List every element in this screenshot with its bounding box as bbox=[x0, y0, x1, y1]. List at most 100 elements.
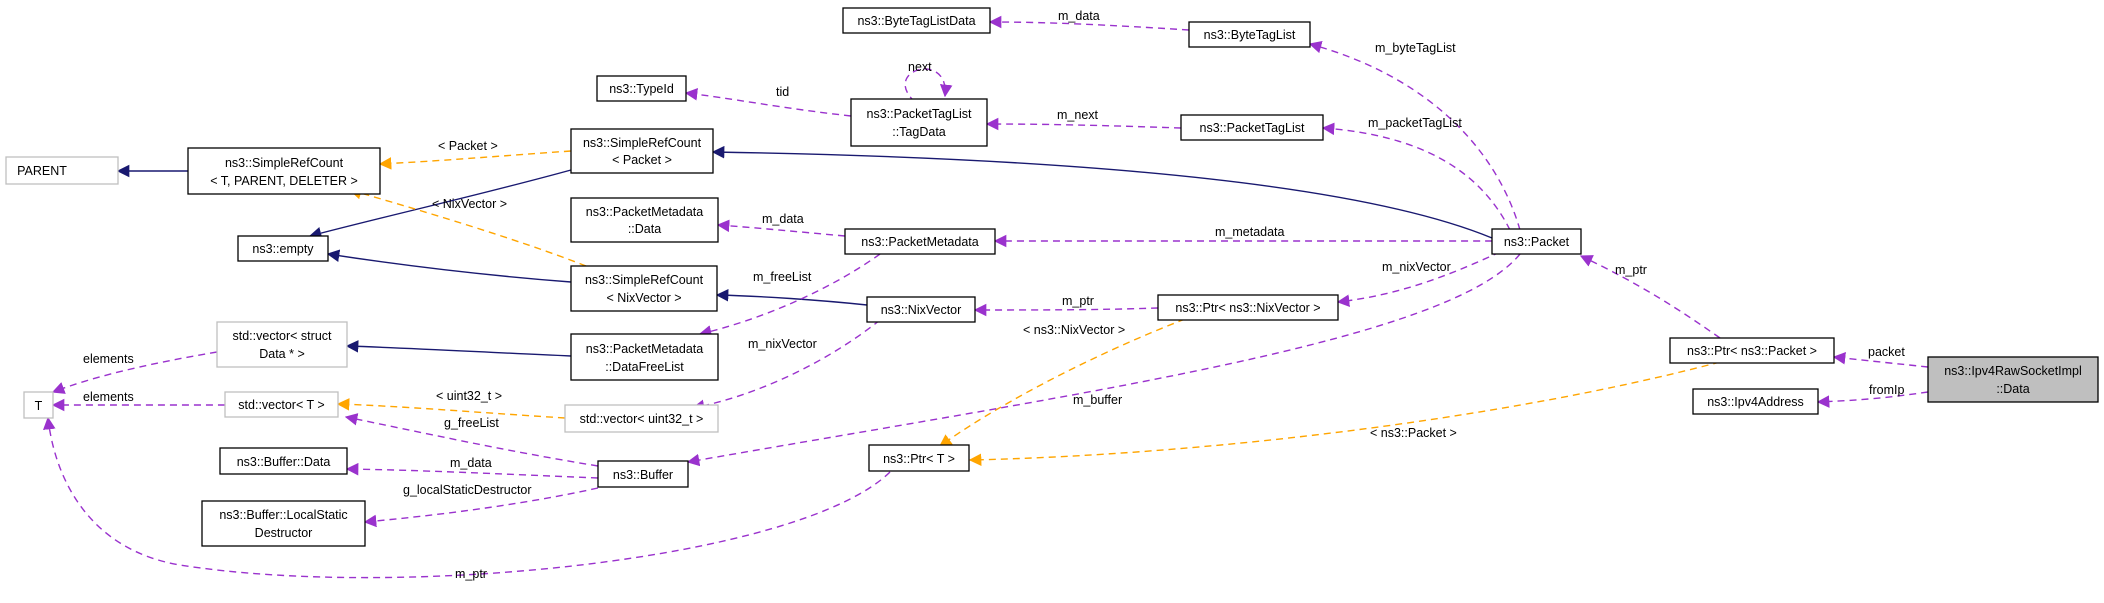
node-ptrnix[interactable]: ns3::Ptr< ns3::NixVector > bbox=[1157, 294, 1339, 321]
edge-srcpacket-empty bbox=[308, 169, 572, 240]
node-bufdata[interactable]: ns3::Buffer::Data bbox=[219, 447, 348, 475]
node-label-line2: < T, PARENT, DELETER > bbox=[210, 174, 358, 188]
edge-buffer-lsd bbox=[363, 487, 599, 528]
edges bbox=[43, 15, 1929, 579]
label-m-ptr-t: m_ptr bbox=[455, 567, 487, 581]
edge-ptrt-t bbox=[43, 416, 891, 579]
node-dfl[interactable]: ns3::PacketMetadata ::DataFreeList bbox=[570, 333, 719, 381]
edge-tagdata-typeid bbox=[684, 88, 852, 117]
node-label: ns3::Ptr< ns3::NixVector > bbox=[1175, 301, 1320, 315]
edge-srcnix-empty bbox=[326, 249, 572, 283]
label-m-metadata: m_metadata bbox=[1215, 225, 1285, 239]
node-label-line1: std::vector< struct bbox=[233, 329, 333, 343]
label-uint32-tmpl: < uint32_t > bbox=[436, 389, 502, 403]
node-label: ns3::TypeId bbox=[609, 82, 674, 96]
node-label: ns3::ByteTagList bbox=[1204, 28, 1296, 42]
node-pmdata[interactable]: ns3::PacketMetadata ::Data bbox=[570, 197, 719, 243]
node-label: ns3::PacketTagList bbox=[1200, 121, 1305, 135]
edge-ptrpacket-ptrt bbox=[968, 361, 1721, 467]
node-label-line1: ns3::SimpleRefCount bbox=[585, 273, 704, 287]
edge-ptrnix-ptrt bbox=[938, 318, 1186, 447]
label-packet-tmpl: < Packet > bbox=[438, 139, 498, 153]
node-label: ns3::Buffer::Data bbox=[237, 455, 331, 469]
node-label-line1: ns3::Buffer::LocalStatic bbox=[219, 508, 347, 522]
node-srctempl[interactable]: ns3::SimpleRefCount < T, PARENT, DELETER… bbox=[187, 147, 381, 195]
edge-packet-ptrnix bbox=[1336, 251, 1501, 307]
label-m-bytetaglist: m_byteTagList bbox=[1375, 41, 1456, 55]
node-vect[interactable]: std::vector< T > bbox=[224, 391, 339, 418]
edge-buffer-bufdata bbox=[345, 462, 599, 479]
label-elements-vt: elements bbox=[83, 390, 134, 404]
node-label-line2: ::DataFreeList bbox=[605, 360, 684, 374]
label-next: next bbox=[908, 60, 932, 74]
node-tagdata[interactable]: ns3::PacketTagList ::TagData bbox=[850, 98, 988, 147]
node-ipv4addr[interactable]: ns3::Ipv4Address bbox=[1692, 388, 1819, 415]
node-lsd[interactable]: ns3::Buffer::LocalStatic Destructor bbox=[201, 500, 366, 547]
node-buffer[interactable]: ns3::Buffer bbox=[597, 460, 689, 488]
label-m-data-buf: m_data bbox=[450, 456, 492, 470]
edge-labels: m_data m_byteTagList next tid m_next m_p… bbox=[83, 9, 1905, 581]
node-label-line2: Destructor bbox=[255, 526, 313, 540]
label-m-packettaglist: m_packetTagList bbox=[1368, 116, 1462, 130]
edge-ptrnix-nixvector bbox=[973, 303, 1159, 317]
node-label-line1: ns3::Ipv4RawSocketImpl bbox=[1944, 364, 2082, 378]
edge-vecuint-vect bbox=[336, 398, 566, 419]
label-m-buffer: m_buffer bbox=[1073, 393, 1122, 407]
node-parent[interactable]: PARENT bbox=[5, 156, 119, 185]
edge-nixvector-srcnix bbox=[715, 288, 868, 306]
node-bytetaglistdata[interactable]: ns3::ByteTagListData bbox=[842, 7, 991, 34]
node-bytetaglist[interactable]: ns3::ByteTagList bbox=[1188, 21, 1311, 48]
label-m-ptr-nix: m_ptr bbox=[1062, 294, 1094, 308]
node-vecstruct[interactable]: std::vector< struct Data * > bbox=[216, 321, 348, 368]
node-srcpacket[interactable]: ns3::SimpleRefCount < Packet > bbox=[570, 128, 714, 174]
edge-dfl-vecstruct bbox=[345, 340, 572, 357]
node-label-line1: ns3::SimpleRefCount bbox=[225, 156, 344, 170]
node-focus[interactable]: ns3::Ipv4RawSocketImpl ::Data bbox=[1927, 356, 2099, 403]
node-empty[interactable]: ns3::empty bbox=[237, 235, 329, 262]
node-vecuint[interactable]: std::vector< uint32_t > bbox=[564, 404, 719, 433]
label-m-next: m_next bbox=[1057, 108, 1099, 122]
node-label: ns3::NixVector bbox=[881, 303, 962, 317]
edge-vecstruct-t bbox=[51, 351, 218, 394]
node-label-line2: Data * > bbox=[259, 347, 305, 361]
edge-tagdata-next bbox=[904, 68, 953, 103]
node-t[interactable]: T bbox=[23, 391, 54, 419]
node-ptrpacket[interactable]: ns3::Ptr< ns3::Packet > bbox=[1669, 337, 1835, 364]
label-nixvector-tmpl: < NixVector > bbox=[432, 197, 507, 211]
node-label: ns3::empty bbox=[252, 242, 314, 256]
node-label: ns3::Ptr< T > bbox=[883, 452, 955, 466]
node-label-line1: ns3::PacketMetadata bbox=[586, 205, 703, 219]
node-label: std::vector< T > bbox=[238, 398, 324, 412]
edge-srcpacket-srctempl bbox=[378, 150, 572, 170]
label-elements-vs: elements bbox=[83, 352, 134, 366]
label-packet: packet bbox=[1868, 345, 1905, 359]
node-packet[interactable]: ns3::Packet bbox=[1491, 228, 1582, 255]
node-packettaglist[interactable]: ns3::PacketTagList bbox=[1180, 114, 1324, 141]
node-label-line2: < NixVector > bbox=[606, 291, 681, 305]
node-nixvector[interactable]: ns3::NixVector bbox=[866, 296, 976, 323]
node-ptrt[interactable]: ns3::Ptr< T > bbox=[868, 444, 970, 472]
node-label-line1: ns3::PacketMetadata bbox=[586, 342, 703, 356]
edge-bytetaglist-btldata bbox=[988, 15, 1190, 31]
label-nsnix-tmpl: < ns3::NixVector > bbox=[1023, 323, 1125, 337]
edge-packettaglist-tagdata bbox=[985, 117, 1182, 131]
edge-pmeta-pmdata bbox=[716, 219, 846, 237]
nodes: ns3::ByteTagListData ns3::ByteTagList ns… bbox=[5, 7, 2099, 547]
node-label-line2: ::TagData bbox=[892, 125, 946, 139]
node-pmeta[interactable]: ns3::PacketMetadata bbox=[844, 228, 996, 255]
edge-packet-buffer bbox=[686, 253, 1521, 467]
node-label: ns3::Buffer bbox=[613, 468, 673, 482]
node-label: ns3::Ptr< ns3::Packet > bbox=[1687, 344, 1817, 358]
node-label-line1: ns3::PacketTagList bbox=[867, 107, 972, 121]
label-fromip: fromIp bbox=[1869, 383, 1904, 397]
node-srcnix[interactable]: ns3::SimpleRefCount < NixVector > bbox=[570, 265, 718, 312]
label-nspacket-tmpl: < ns3::Packet > bbox=[1370, 426, 1457, 440]
node-label-line2: ::Data bbox=[628, 222, 661, 236]
node-label: T bbox=[35, 399, 43, 413]
edge-nixvector-vecuint bbox=[691, 319, 881, 413]
node-label-line1: ns3::SimpleRefCount bbox=[583, 136, 702, 150]
label-m-freelist: m_freeList bbox=[753, 270, 812, 284]
node-typeid[interactable]: ns3::TypeId bbox=[596, 75, 687, 102]
label-m-nixvector2: m_nixVector bbox=[748, 337, 817, 351]
